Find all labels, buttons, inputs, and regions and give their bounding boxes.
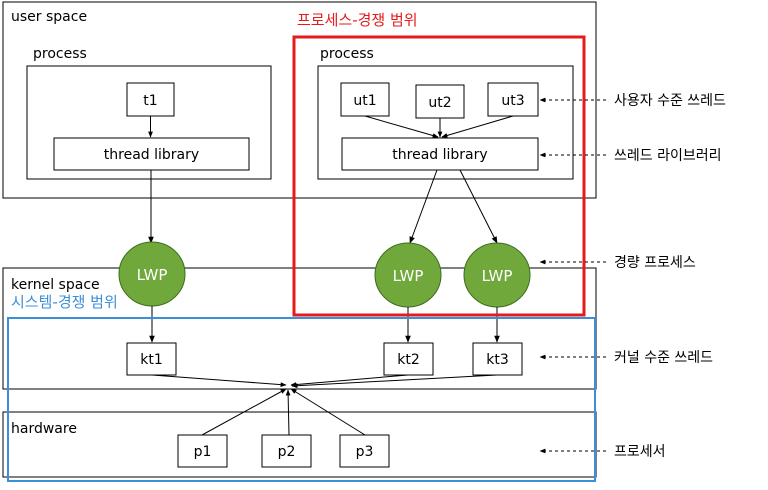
lwp-3-label: LWP (482, 267, 513, 285)
thread-library-right-label: thread library (392, 147, 487, 163)
annotation-kernel-level-threads: 커널 수준 쓰레드 (614, 350, 713, 366)
thread-ut1-label: ut1 (353, 93, 376, 109)
process-scope-label: 프로세스-경쟁 범위 (297, 11, 418, 29)
p2-box (261, 434, 312, 468)
thread-ut3-label: ut3 (501, 93, 524, 109)
p1-box (177, 434, 228, 468)
arrow-ut1-library (364, 115, 439, 138)
line-kt3-dispatch (291, 374, 498, 389)
system-scope-region (7, 317, 596, 482)
line-kt2-dispatch (290, 374, 409, 387)
kt1-label: kt1 (140, 352, 163, 368)
thread-t1-label: t1 (143, 93, 157, 109)
line-p3-dispatch (290, 388, 366, 436)
thread-library-right-box (341, 137, 539, 171)
kt2-box (383, 342, 434, 376)
thread-ut3-box (487, 82, 539, 117)
p3-box (339, 434, 390, 468)
p2-label: p2 (278, 444, 296, 460)
kt3-box (472, 342, 523, 376)
line-p1-dispatch (201, 388, 287, 436)
system-scope-label: 시스템-경쟁 범위 (11, 293, 118, 311)
line-p2-dispatch (285, 389, 291, 436)
process-left-box (26, 65, 272, 180)
arrow-library-lwp2 (409, 169, 438, 244)
thread-ut2-box (415, 84, 465, 119)
annotation-lightweight-process: 경량 프로세스 (614, 255, 696, 271)
process-right-label: process (320, 46, 374, 62)
lwp-1-label: LWP (137, 266, 168, 284)
thread-library-left-label: thread library (104, 147, 199, 163)
p3-label: p3 (356, 444, 374, 460)
arrow-library-lwp3 (459, 169, 498, 244)
user-space-label: user space (11, 9, 87, 25)
kt1-box (126, 342, 177, 376)
kt2-label: kt2 (397, 352, 420, 368)
kt3-label: kt3 (486, 352, 509, 368)
annotation-processor: 프로세서 (614, 444, 666, 460)
process-scope-region (292, 35, 586, 317)
hardware-label: hardware (11, 421, 77, 437)
lwp-2-label: LWP (393, 267, 424, 285)
user-space-box (2, 1, 597, 199)
thread-ut1-box (340, 82, 390, 117)
annotation-thread-library: 쓰레드 라이브러리 (614, 148, 722, 164)
thread-t1-box (126, 82, 175, 117)
kernel-space-label: kernel space (11, 277, 100, 293)
arrow-ut3-library (441, 115, 514, 138)
p1-label: p1 (194, 444, 212, 460)
thread-ut2-label: ut2 (428, 95, 451, 111)
annotation-user-level-threads: 사용자 수준 쓰레드 (614, 93, 726, 109)
process-left-label: process (33, 46, 87, 62)
process-right-box (317, 65, 574, 180)
line-kt1-dispatch (151, 374, 287, 387)
